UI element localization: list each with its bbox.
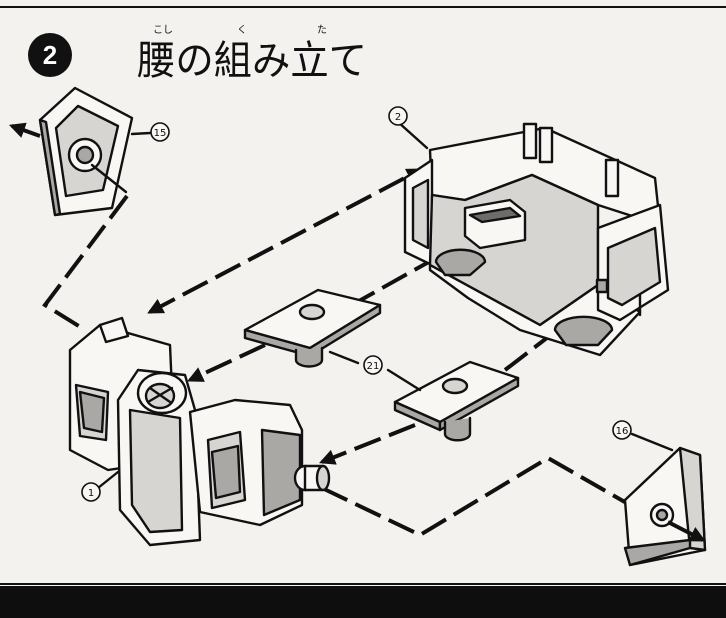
part-label-2: 2 xyxy=(395,112,401,123)
part-21-plate-upper xyxy=(243,288,382,368)
step-header: 2 こし く た 腰の組み立て xyxy=(0,6,726,84)
furigana-ta: た xyxy=(317,24,327,36)
part-label-21: 21 xyxy=(367,361,380,372)
part-16-cap: 16 xyxy=(612,420,707,567)
callout-part-16: 16 xyxy=(612,420,632,440)
part-15-cap: 15 xyxy=(8,86,170,217)
furigana-koshi: こし xyxy=(153,24,173,36)
part-label-15: 15 xyxy=(154,128,167,139)
part-label-1: 1 xyxy=(88,488,94,499)
step-number: 2 xyxy=(43,40,57,70)
part-2-housing: 2 xyxy=(388,106,670,357)
part-21-plate-lower xyxy=(393,360,520,442)
footer-band xyxy=(0,586,726,618)
part-label-16: 16 xyxy=(616,426,629,437)
callout-part-1: 1 xyxy=(81,482,101,502)
callout-part-15: 15 xyxy=(150,122,170,142)
furigana-ku: く xyxy=(237,25,247,36)
callout-part-21: 21 xyxy=(328,350,422,392)
part-1-front-waist: 1 xyxy=(68,316,331,547)
page-title: 腰の組み立て xyxy=(137,38,367,84)
step-number-badge: 2 xyxy=(28,33,72,77)
callout-part-2: 2 xyxy=(388,106,408,126)
